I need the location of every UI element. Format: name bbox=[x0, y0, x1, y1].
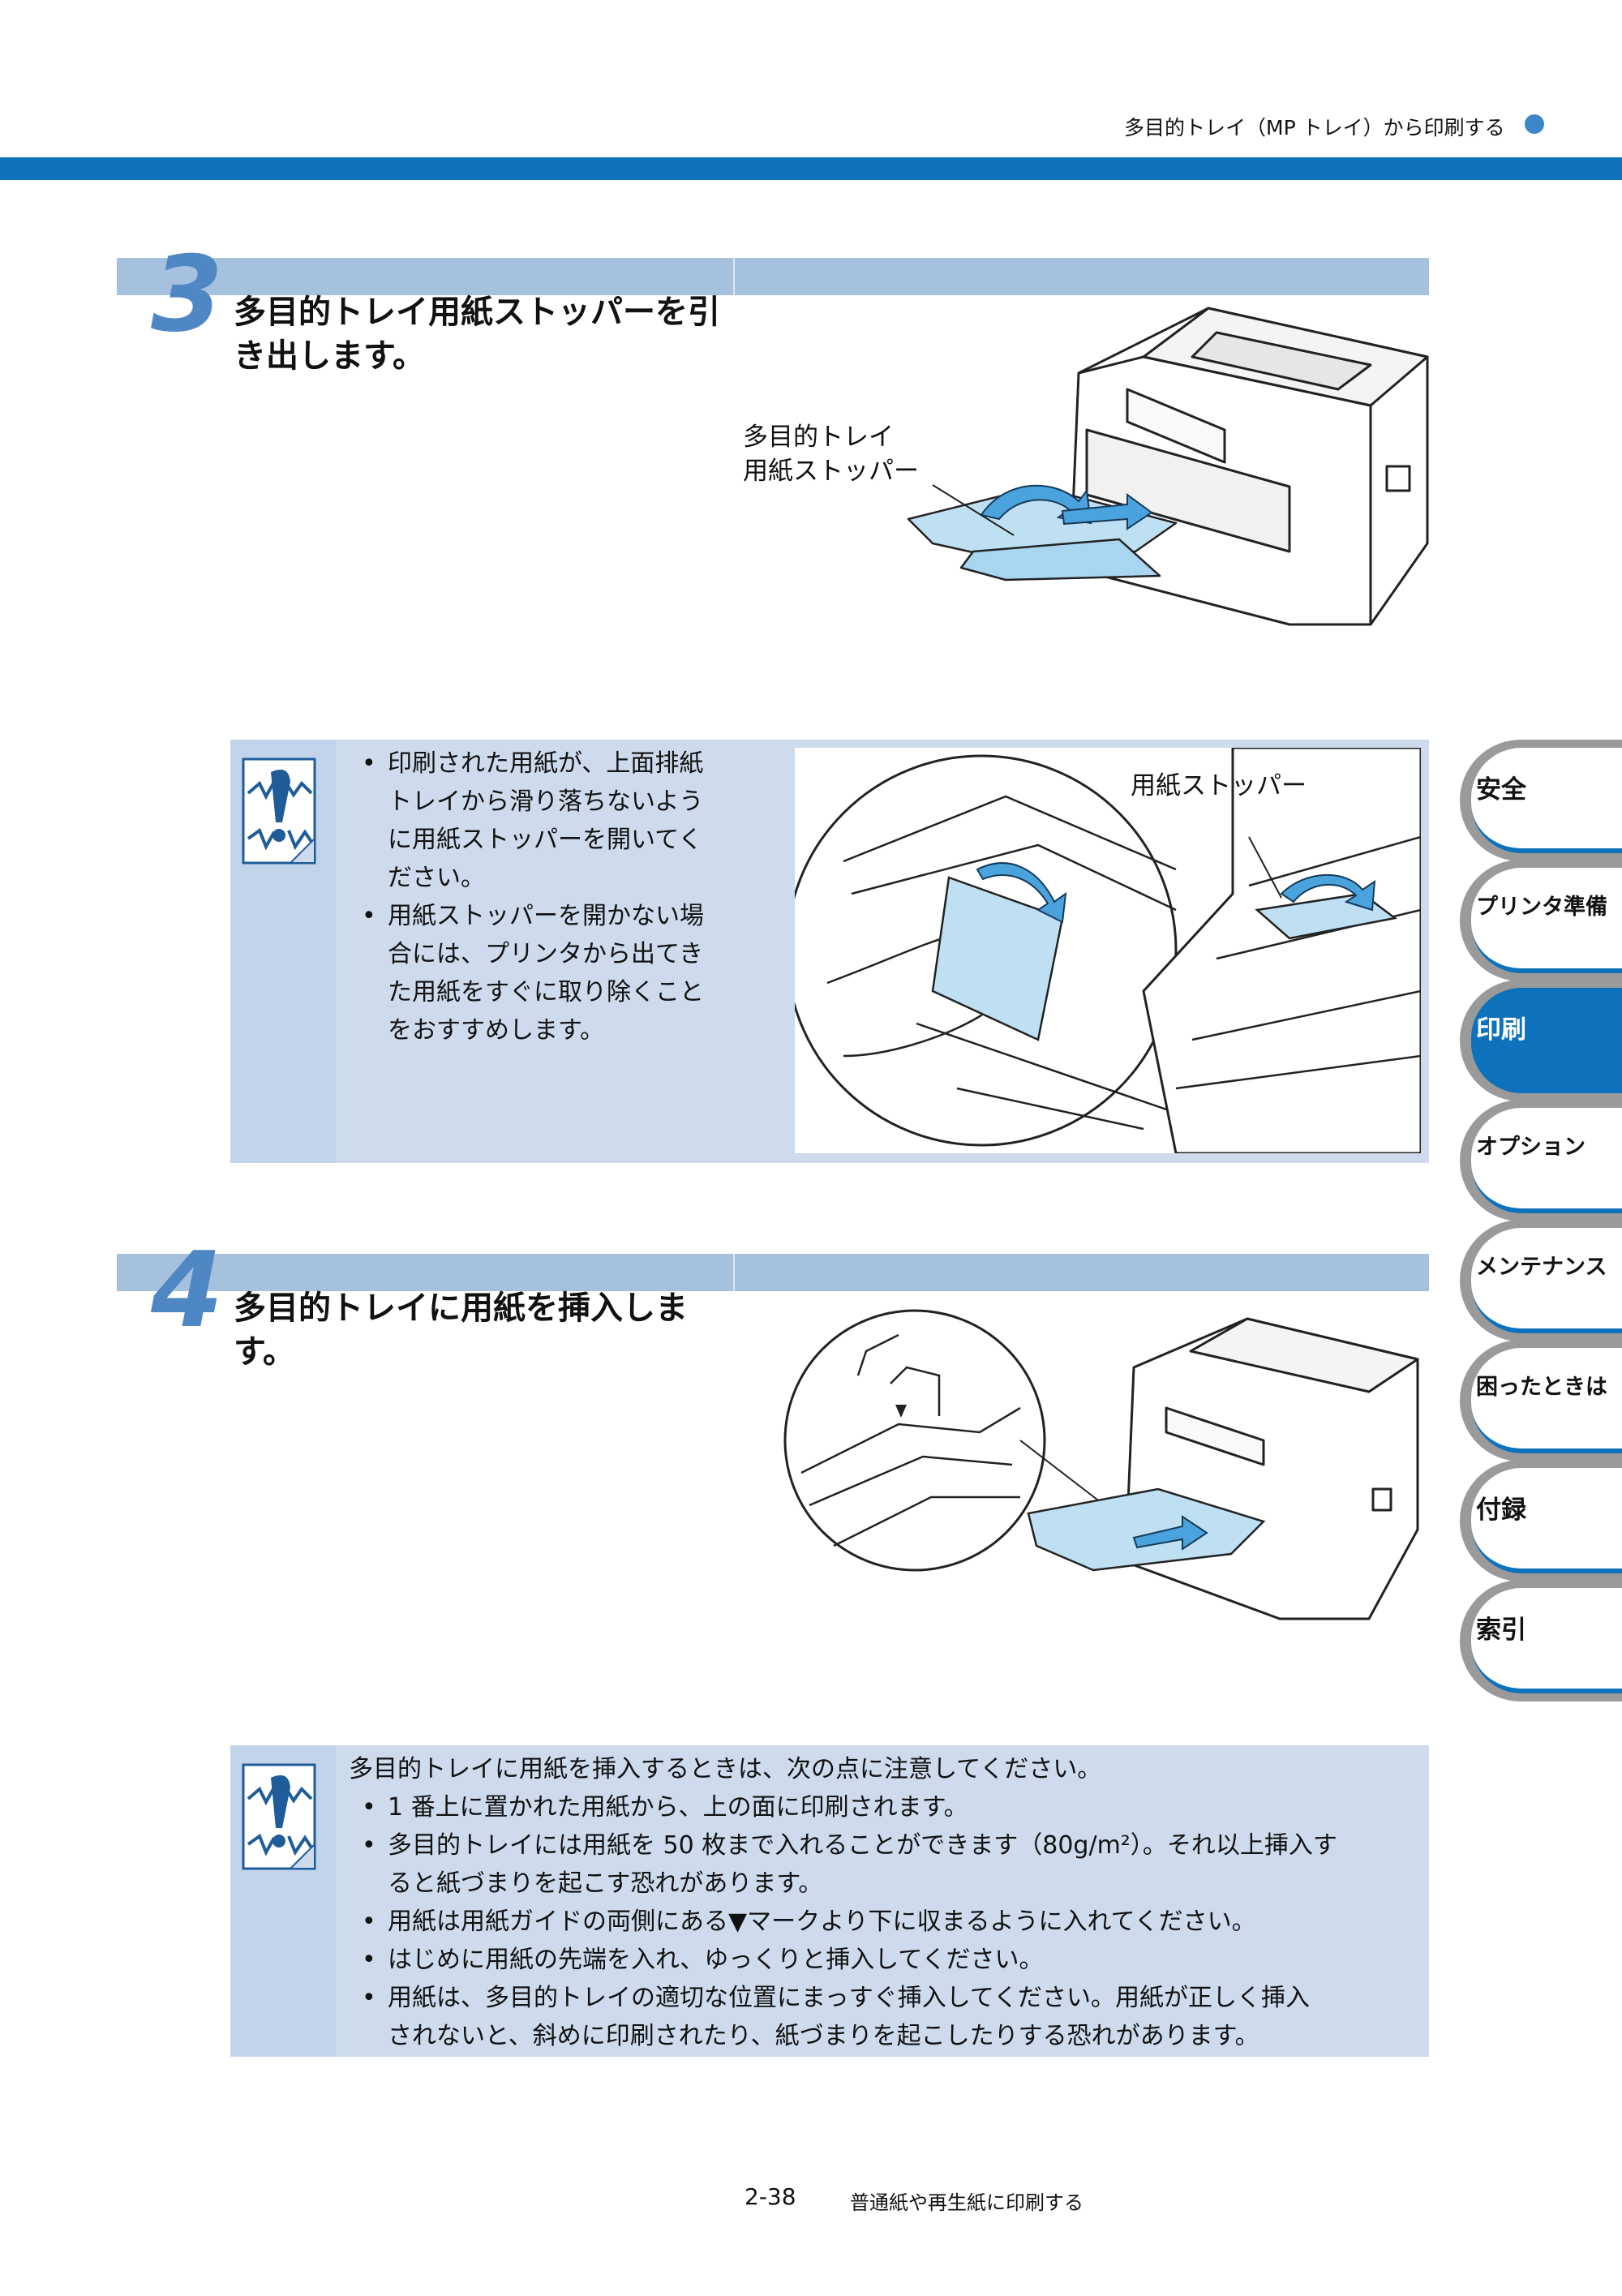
step3-number: 3 bbox=[151, 234, 224, 355]
printer-stopper-illustration bbox=[907, 307, 1429, 626]
tab-safety[interactable]: 安全 bbox=[1460, 740, 1622, 861]
header-bullet-icon bbox=[1525, 114, 1544, 134]
running-header-title: 多目的トレイ（MP トレイ）から印刷する bbox=[1124, 116, 1505, 139]
list-item: 用紙は用紙ガイドの両側にある▼マークより下に収まるように入れてください。 bbox=[352, 1903, 1414, 1941]
page-number: 2-38 bbox=[744, 2183, 796, 2210]
tab-printer-setup[interactable]: プリンタ準備 bbox=[1460, 860, 1622, 981]
list-item: はじめに用紙の先端を入れ、ゆっくりと挿入してください。 bbox=[352, 1941, 1414, 1979]
tab-appendix[interactable]: 付録 bbox=[1460, 1460, 1622, 1581]
step3-note-list: 印刷された用紙が、上面排紙 トレイから滑り落ちないよう に用紙ストッパーを開いて… bbox=[352, 745, 855, 1049]
tab-printing[interactable]: 印刷 bbox=[1460, 980, 1622, 1101]
list-item: 多目的トレイには用紙を 50 枚まで入れることができます（80g/m²）。それ以… bbox=[352, 1826, 1414, 1903]
step4-note-box: 多目的トレイに用紙を挿入するときは、次の点に注意してください。 1 番上に置かれ… bbox=[230, 1745, 1429, 2057]
step3-note-box: 印刷された用紙が、上面排紙 トレイから滑り落ちないよう に用紙ストッパーを開いて… bbox=[230, 740, 1429, 1163]
header-rule bbox=[0, 157, 1622, 180]
step4-band bbox=[117, 1254, 1429, 1291]
paper-insert-illustration bbox=[783, 1309, 1419, 1620]
step3-title: 多目的トレイ用紙ストッパーを引 き出します。 bbox=[234, 294, 720, 375]
footer-section-title: 普通紙や再生紙に印刷する bbox=[850, 2191, 1083, 2214]
step4-title: 多目的トレイに用紙を挿入しま す。 bbox=[234, 1290, 688, 1371]
tab-index[interactable]: 索引 bbox=[1460, 1580, 1622, 1702]
stopper-callout-label: 用紙ストッパー bbox=[1131, 771, 1307, 800]
tab-maintenance[interactable]: メンテナンス bbox=[1460, 1220, 1622, 1341]
stopper-detail-illustration bbox=[785, 746, 1422, 1155]
step3-callout-label: 多目的トレイ 用紙ストッパー bbox=[743, 423, 919, 486]
list-item: 印刷された用紙が、上面排紙 トレイから滑り落ちないよう に用紙ストッパーを開いて… bbox=[352, 745, 855, 897]
list-item: 用紙ストッパーを開かない場 合には、プリンタから出てき た用紙をすぐに取り除くこ… bbox=[352, 897, 855, 1049]
warning-note-icon bbox=[242, 757, 316, 865]
step4-number: 4 bbox=[151, 1230, 224, 1351]
stopper-detail-panel bbox=[785, 746, 1422, 1155]
step4-note-list: 1 番上に置かれた用紙から、上の面に印刷されます。 多目的トレイには用紙を 50… bbox=[352, 1788, 1414, 2055]
step4-note-intro: 多目的トレイに用紙を挿入するときは、次の点に注意してください。 bbox=[349, 1755, 1102, 1783]
tab-options[interactable]: オプション bbox=[1460, 1100, 1622, 1221]
warning-note-icon bbox=[242, 1763, 316, 1870]
step3-band bbox=[117, 258, 1429, 295]
list-item: 用紙は、多目的トレイの適切な位置にまっすぐ挿入してください。用紙が正しく挿入 さ… bbox=[352, 1979, 1414, 2055]
tab-troubleshooting[interactable]: 困ったときは bbox=[1460, 1340, 1622, 1461]
list-item: 1 番上に置かれた用紙から、上の面に印刷されます。 bbox=[352, 1788, 1414, 1826]
